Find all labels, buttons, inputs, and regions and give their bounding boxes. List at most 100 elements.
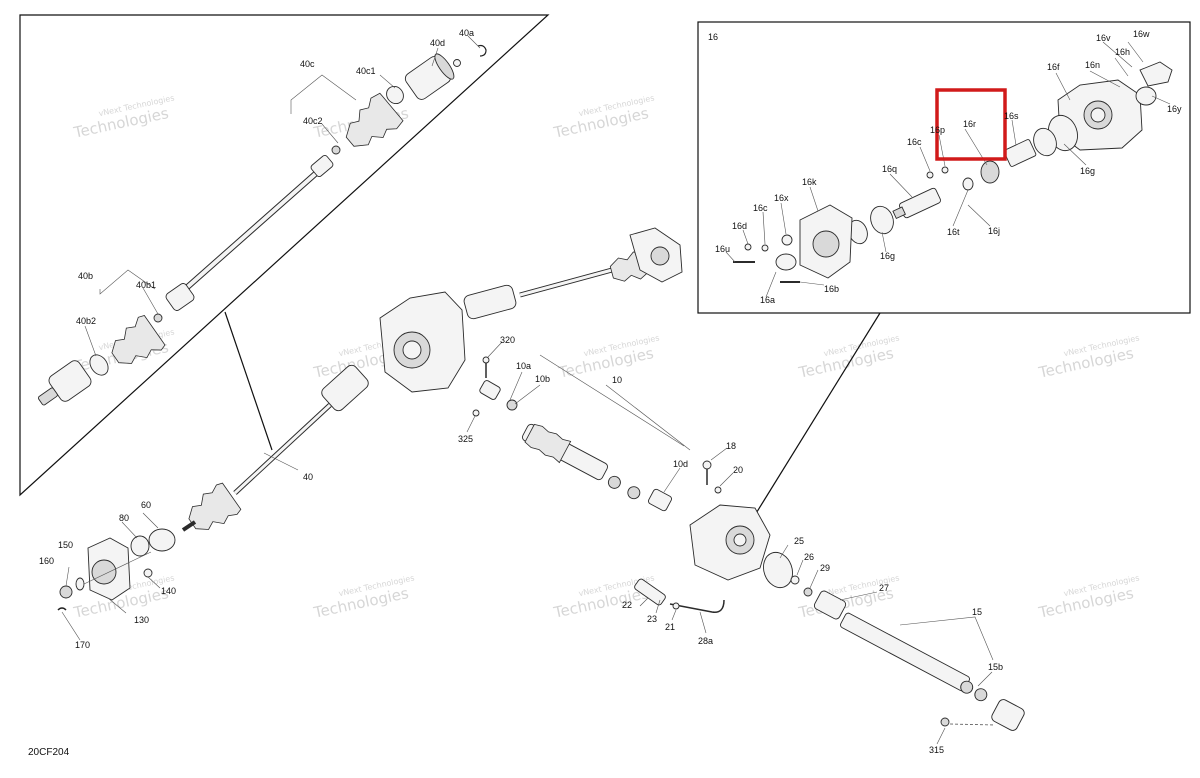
screw-16c bbox=[926, 171, 934, 179]
label-40b: 40b bbox=[78, 271, 93, 281]
ring-16g-inner bbox=[1033, 127, 1057, 157]
clamp-40c1 bbox=[386, 85, 404, 105]
screw-16p bbox=[941, 166, 949, 174]
label-40a: 40a bbox=[459, 28, 474, 38]
highlight-box-16r bbox=[935, 88, 1007, 161]
label-29: 29 bbox=[820, 563, 830, 573]
front-hub-knuckle bbox=[629, 227, 683, 283]
label-10: 10 bbox=[612, 375, 622, 385]
shaft-16q bbox=[892, 187, 941, 220]
screw-16c-lower bbox=[761, 244, 769, 252]
label-40c: 40c bbox=[300, 59, 315, 69]
bolt-20 bbox=[714, 486, 722, 494]
label-16h: 16h bbox=[1115, 47, 1130, 57]
bolt-140 bbox=[143, 568, 153, 578]
u-joint-10d bbox=[607, 475, 641, 500]
label-16s: 16s bbox=[1004, 111, 1019, 121]
nut-160 bbox=[59, 585, 73, 599]
diagram-code: 20CF204 bbox=[28, 747, 70, 758]
label-40: 40 bbox=[303, 472, 313, 482]
seal-16a bbox=[775, 253, 797, 271]
washer-26 bbox=[790, 575, 800, 585]
callout-frame bbox=[19, 14, 550, 497]
label-23: 23 bbox=[647, 614, 657, 624]
retaining-clip-40a bbox=[477, 44, 487, 57]
bolt-18 bbox=[702, 460, 712, 470]
bolt-320 bbox=[482, 356, 490, 364]
hose-28a bbox=[669, 599, 725, 613]
label-18: 18 bbox=[726, 441, 736, 451]
bolt-16x bbox=[781, 234, 793, 246]
nut-29 bbox=[803, 587, 813, 597]
driveshaft-detail-callout: 40a 40d 40c 40c1 40c2 40b 40b1 40b2 bbox=[19, 14, 550, 497]
label-27: 27 bbox=[879, 583, 889, 593]
label-325: 325 bbox=[458, 434, 473, 444]
flange-25 bbox=[763, 551, 793, 589]
label-16d: 16d bbox=[732, 221, 747, 231]
right-front-axle bbox=[463, 227, 683, 320]
label-170: 170 bbox=[75, 640, 90, 650]
label-16w: 16w bbox=[1133, 29, 1150, 39]
inner-tripod-joint bbox=[310, 154, 334, 178]
tripod-40b1 bbox=[165, 283, 195, 311]
nut-16d bbox=[744, 243, 752, 251]
gear-box-16w bbox=[1139, 61, 1173, 87]
clamp-21 bbox=[672, 602, 680, 610]
washer-150 bbox=[75, 577, 85, 591]
differential-housing-16f bbox=[1057, 79, 1143, 151]
label-16p: 16p bbox=[930, 125, 945, 135]
label-10a: 10a bbox=[516, 361, 531, 371]
yoke-10a bbox=[479, 380, 501, 400]
rear-propeller-shaft-15 bbox=[813, 590, 1025, 731]
label-16t: 16t bbox=[947, 227, 960, 237]
left-front-axle-40 bbox=[181, 364, 369, 532]
label-40c2: 40c2 bbox=[303, 116, 323, 126]
label-80: 80 bbox=[119, 513, 129, 523]
outer-cv-joint bbox=[37, 360, 92, 406]
label-15: 15 bbox=[972, 607, 982, 617]
label-10b: 10b bbox=[535, 374, 550, 384]
breather-hose bbox=[634, 578, 725, 613]
label-60: 60 bbox=[141, 500, 151, 510]
label-15b: 15b bbox=[988, 662, 1003, 672]
gear-16r bbox=[980, 160, 1000, 184]
seal-16y bbox=[1135, 86, 1157, 106]
label-16b: 16b bbox=[824, 284, 839, 294]
rear-gearbox-16 bbox=[689, 460, 771, 581]
yoke-10d bbox=[648, 488, 672, 512]
front-differential bbox=[379, 291, 466, 393]
label-140: 140 bbox=[161, 586, 176, 596]
label-160: 160 bbox=[39, 556, 54, 566]
label-28a: 28a bbox=[698, 636, 713, 646]
bolt-325 bbox=[472, 409, 480, 417]
bearing-16g bbox=[870, 205, 894, 235]
label-150: 150 bbox=[58, 540, 73, 550]
label-22: 22 bbox=[622, 600, 632, 610]
callout-pointer bbox=[224, 311, 273, 451]
label-16g-top: 16g bbox=[1080, 166, 1095, 176]
outer-housing-40d bbox=[404, 53, 455, 100]
label-16y: 16y bbox=[1167, 104, 1182, 114]
shaft-tube-10 bbox=[522, 423, 608, 481]
label-21: 21 bbox=[665, 622, 675, 632]
snap-ring bbox=[331, 145, 341, 155]
label-16q: 16q bbox=[882, 164, 897, 174]
label-26: 26 bbox=[804, 552, 814, 562]
label-16j: 16j bbox=[988, 226, 1000, 236]
label-16g: 16g bbox=[880, 251, 895, 261]
label-320: 320 bbox=[500, 335, 515, 345]
rear-flange bbox=[991, 699, 1025, 731]
front-differential-detail-box: 16 bbox=[697, 21, 1191, 516]
label-16r: 16r bbox=[963, 119, 976, 129]
front-hub-assembly bbox=[57, 528, 176, 611]
label-16k: 16k bbox=[802, 177, 817, 187]
boot-40c2 bbox=[345, 92, 404, 147]
label-40d: 40d bbox=[430, 38, 445, 48]
label-16c-top: 16c bbox=[907, 137, 922, 147]
label-40b1: 40b1 bbox=[136, 280, 156, 290]
label-315: 315 bbox=[929, 745, 944, 755]
front-propeller-shaft-10 bbox=[472, 356, 672, 512]
label-40c1: 40c1 bbox=[356, 66, 376, 76]
label-130: 130 bbox=[134, 615, 149, 625]
